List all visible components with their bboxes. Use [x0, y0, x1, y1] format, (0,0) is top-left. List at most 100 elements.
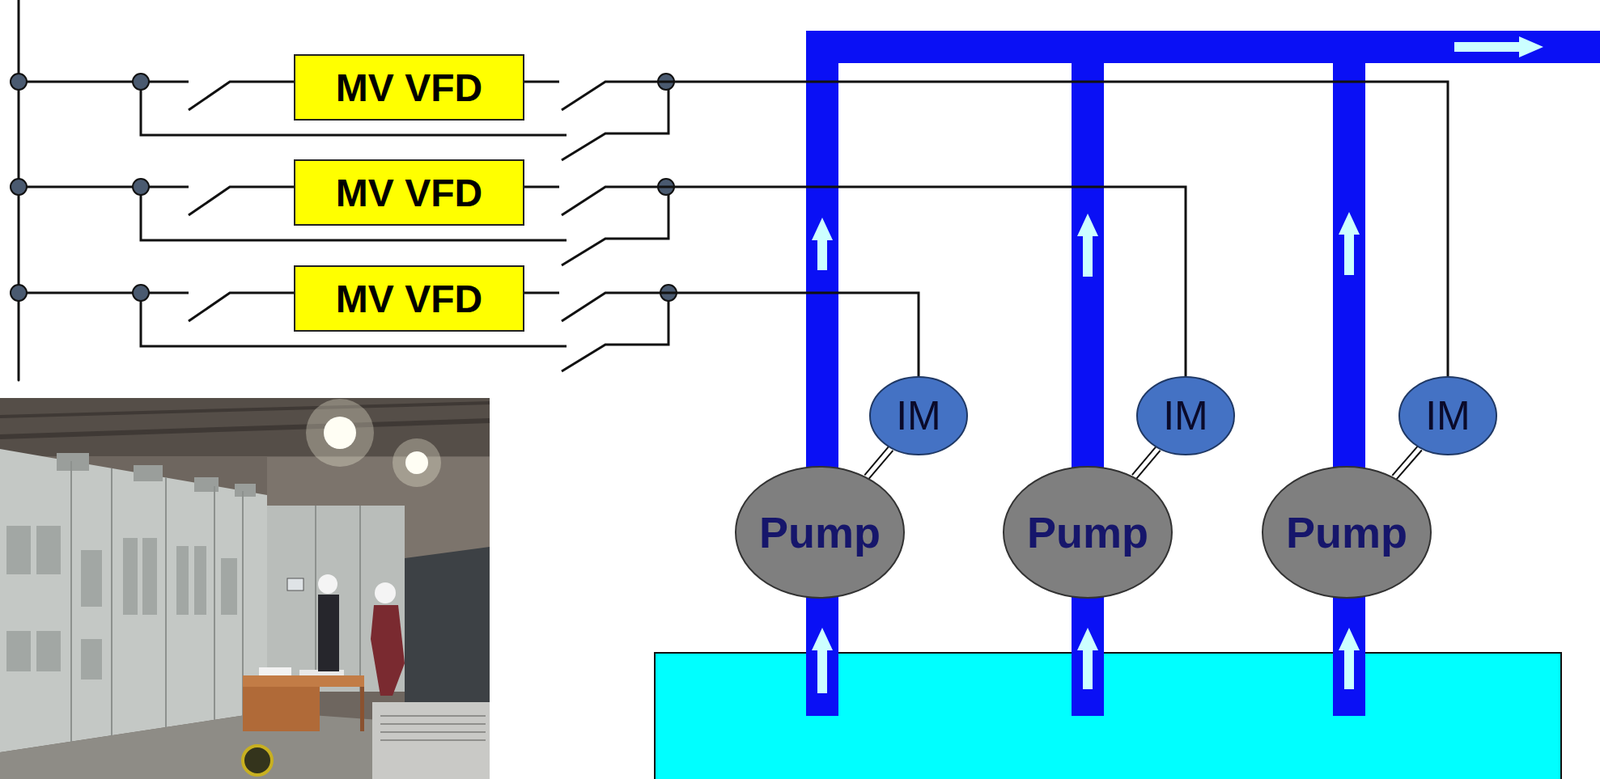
- site-photo-part: [0, 449, 268, 753]
- site-photo-part-part: [380, 723, 486, 726]
- pipework: [806, 30, 1600, 717]
- power-cable: [524, 81, 1448, 377]
- site-photo-part: [0, 403, 490, 417]
- riser-pipe: [1332, 63, 1366, 717]
- pump-ellipse-shape: [1262, 466, 1431, 599]
- flow-arrow: [1454, 36, 1544, 58]
- feeder-wiring: [18, 81, 669, 372]
- site-photo-part-part: [165, 477, 167, 728]
- site-photo-part-part: [123, 538, 138, 616]
- site-photo-part-part: [6, 631, 31, 672]
- pump-ellipse-shape: [735, 466, 904, 599]
- flow-arrow: [1077, 628, 1099, 690]
- flow-arrow: [811, 217, 833, 271]
- motor-shaft: [1392, 446, 1422, 480]
- node-label: Pump: [1285, 507, 1408, 558]
- site-photo-part-part: [380, 715, 486, 718]
- flow-arrow: [811, 628, 833, 694]
- site-photo-part: [323, 416, 357, 450]
- node-label: MV VFD: [335, 170, 483, 216]
- site-photo-part-part: [56, 453, 90, 472]
- site-photo-part: [314, 505, 317, 692]
- site-photo-part: [380, 716, 486, 741]
- site-photo-part-part: [6, 526, 31, 575]
- flow-arrow: [1077, 213, 1099, 277]
- site-photo-part-part: [36, 526, 61, 575]
- site-photo-part-part: [70, 461, 73, 743]
- vfd-box: MV VFD: [293, 265, 525, 332]
- site-photo: [0, 398, 490, 779]
- motor-circle-shape: [1399, 377, 1497, 455]
- node-label: IM: [1425, 392, 1471, 440]
- junction-dot: [132, 284, 149, 302]
- site-photo-part: [360, 687, 365, 732]
- site-photo-part: [71, 461, 243, 743]
- flow-arrow: [1338, 212, 1360, 276]
- node-label: Pump: [759, 507, 881, 558]
- site-photo-part-part: [380, 739, 486, 742]
- node-label: Pump: [1027, 507, 1149, 558]
- site-photo-part-part: [110, 468, 113, 736]
- site-photo-part-part: [142, 538, 158, 616]
- site-photo-part-part: [213, 486, 216, 721]
- site-photo-part-part: [80, 550, 102, 607]
- riser-pipe: [806, 30, 839, 717]
- site-photo-part: [374, 582, 396, 604]
- site-photo-part-part: [36, 631, 61, 672]
- site-photo-part-part: [133, 465, 163, 482]
- site-photo-part: [258, 667, 292, 676]
- node-label: MV VFD: [335, 65, 483, 111]
- motor-circle-shape: [1137, 377, 1235, 455]
- site-photo-part-part: [194, 546, 207, 616]
- node-label: IM: [1162, 392, 1209, 440]
- node-label: MV VFD: [335, 276, 483, 322]
- site-photo-part: [287, 578, 304, 591]
- header-pipe: [806, 30, 1600, 64]
- site-photo-part: [0, 398, 490, 779]
- site-photo-part: [242, 746, 272, 776]
- motor-circle-shape: [870, 377, 968, 455]
- site-photo-part: [0, 420, 490, 438]
- motor-shaft: [864, 446, 893, 480]
- site-photo-part: [372, 702, 490, 779]
- site-photo-part-part: [380, 731, 486, 734]
- junction-dot: [10, 284, 27, 302]
- pump-ellipse: Pump: [1261, 466, 1432, 599]
- power-cable: [524, 186, 1186, 377]
- site-photo-part: [392, 438, 442, 488]
- site-photo-part: [318, 594, 340, 672]
- pump-ellipse: Pump: [734, 466, 905, 599]
- site-photo-part: [6, 526, 238, 680]
- site-photo-part: [242, 687, 320, 732]
- motor-shaft: [1132, 446, 1161, 479]
- junction-dot: [10, 73, 27, 90]
- site-photo-part-part: [176, 546, 189, 616]
- node-label: IM: [895, 392, 942, 440]
- site-photo-part: [405, 451, 429, 475]
- site-photo-part: [359, 505, 361, 692]
- power-cable: [524, 292, 919, 377]
- site-photo-part-part: [234, 483, 256, 497]
- site-photo-part-part: [80, 639, 102, 680]
- site-photo-part: [318, 574, 338, 595]
- junction-dot: [10, 178, 27, 196]
- site-photo-part: [305, 398, 374, 467]
- flow-arrow: [1338, 628, 1360, 690]
- flow-arrows: [811, 36, 1544, 694]
- riser-pipe: [1071, 63, 1104, 717]
- site-photo-part: [56, 453, 256, 497]
- pump-ellipse: Pump: [1002, 466, 1173, 599]
- motor-circle: IM: [1136, 376, 1236, 456]
- water-tank: [654, 653, 1562, 779]
- motor-circle: IM: [869, 376, 968, 456]
- junction-dot: [132, 73, 149, 90]
- site-photo-part: [242, 675, 365, 688]
- vfd-box: MV VFD: [293, 54, 525, 121]
- site-photo-part-part: [220, 558, 238, 616]
- pump-ellipse-shape: [1003, 466, 1172, 599]
- vfd-box: MV VFD: [293, 159, 525, 226]
